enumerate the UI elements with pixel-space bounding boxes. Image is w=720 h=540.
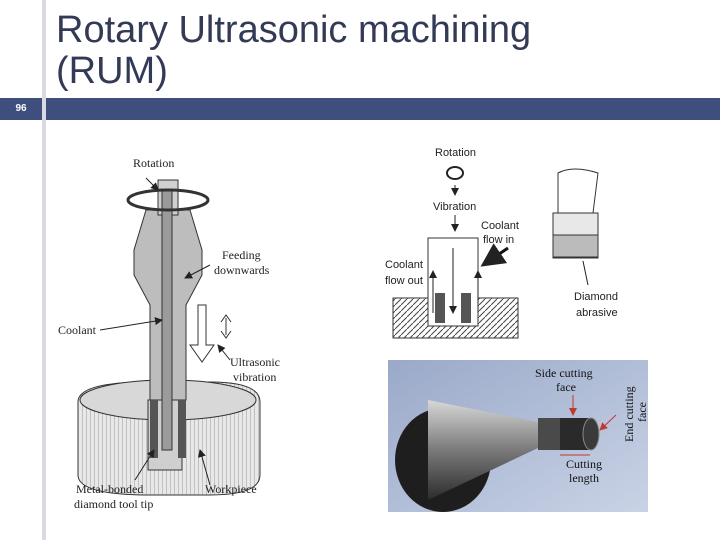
label-cutting: Cutting — [566, 457, 602, 471]
label-length: length — [569, 471, 599, 485]
label-vibration: Vibration — [433, 201, 476, 213]
tool-wall-right — [461, 293, 471, 323]
coolant-in-pointer — [480, 243, 509, 267]
coolant-channel — [161, 189, 173, 451]
label-rotation: Rotation — [435, 147, 476, 159]
coolant-schematic-figure: Rotation Vibration Coolant flow in Coola… — [383, 143, 623, 343]
tool-cone — [428, 400, 538, 500]
label-ultrasonic: Ultrasonic — [230, 355, 280, 369]
diamond-leader — [582, 260, 589, 286]
feeding-leader — [184, 264, 211, 279]
label-coolant: Coolant — [58, 323, 97, 337]
rotation-ring — [126, 188, 210, 212]
label-coolant-out: Coolant — [385, 259, 423, 271]
slide-title: Rotary Ultrasonic machining (RUM) — [56, 10, 696, 92]
label-diamond: Diamond — [574, 291, 618, 303]
label-flow-in: flow in — [483, 234, 514, 246]
label-end-face: face — [635, 402, 648, 422]
slide-number: 96 — [15, 103, 27, 114]
rum-schematic-figure: Rotation Feeding downwards Coolant Ultra… — [50, 150, 295, 520]
slide-number-box — [0, 98, 42, 120]
label-flow-out: flow out — [385, 275, 423, 287]
rotation-symbol — [446, 166, 464, 180]
workpiece-leader — [198, 449, 211, 486]
vibration-arrow — [220, 314, 232, 339]
end-face — [582, 417, 600, 451]
label-feeding: Feeding — [222, 248, 261, 262]
diamond-tool-body — [557, 168, 599, 214]
feed-arrow — [189, 304, 215, 363]
label-downwards: downwards — [214, 263, 270, 277]
rotation-pointer — [145, 177, 159, 191]
slide-title-line-2: (RUM) — [56, 50, 168, 92]
label-rotation: Rotation — [133, 156, 174, 170]
coolant-leader — [99, 317, 163, 331]
label-diamond-tool-tip: diamond tool tip — [74, 497, 153, 511]
diamond-tool-tip-left — [150, 400, 158, 458]
tool-tip-leader — [134, 449, 155, 481]
diamond-abrasive-band — [552, 234, 599, 258]
label-end-cutting: End cutting — [622, 386, 636, 442]
diamond-tool-tip-right — [178, 400, 186, 458]
tool-wall-left — [435, 293, 445, 323]
rum-tool-photo: Side cutting face End cutting face Cutti… — [388, 360, 648, 512]
slide-title-line-1: Rotary Ultrasonic machining — [56, 9, 532, 51]
label-side-face: face — [556, 380, 576, 394]
end-face-arrow — [599, 414, 617, 431]
label-abrasive: abrasive — [576, 307, 618, 319]
title-bar — [46, 98, 720, 120]
left-divider-line — [42, 0, 46, 540]
label-metal-bonded: Metal-bonded — [76, 482, 143, 496]
vibration-leader — [217, 344, 231, 361]
label-side-cutting: Side cutting — [535, 366, 593, 380]
label-vibration: vibration — [233, 370, 276, 384]
label-coolant-in: Coolant — [481, 220, 519, 232]
label-workpiece: Workpiece — [205, 482, 257, 496]
